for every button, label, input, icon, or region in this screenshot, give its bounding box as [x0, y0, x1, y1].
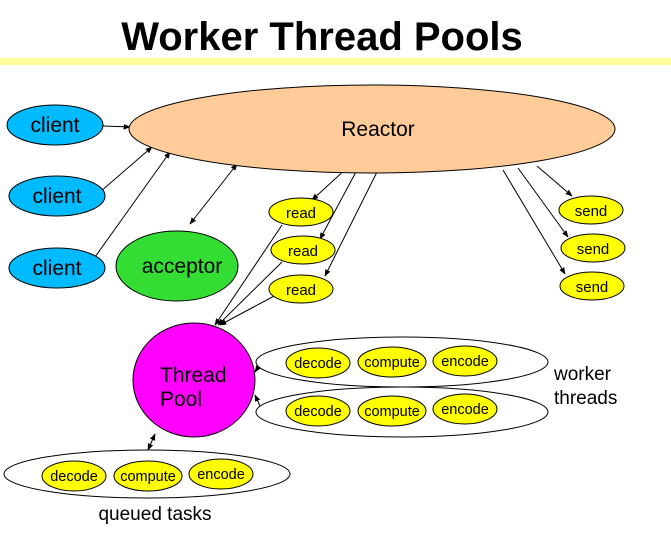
arrow-reactor-read3 [324, 169, 379, 277]
arrow-acceptor-reactor [189, 163, 238, 225]
task-decode [285, 347, 351, 379]
arrow-client1-reactor [102, 123, 131, 130]
acceptor-node: acceptor [115, 230, 239, 302]
arrow-reactor-send1 [536, 165, 573, 197]
client-node-2: client [8, 175, 106, 217]
client-label: client [32, 185, 81, 208]
task-compute [357, 346, 427, 378]
send-node-1: send [558, 195, 624, 225]
worker-threads-label-line1: worker [553, 364, 612, 385]
arrow-read2-pool [217, 261, 283, 326]
task-label: decode [50, 469, 98, 485]
read-node-2: read [270, 235, 336, 265]
arrow-reactor-read2 [319, 169, 358, 240]
task-label: compute [120, 469, 176, 485]
send-node-3: send [559, 271, 625, 301]
thread-pool-node: Thread Pool [132, 322, 256, 438]
queued-tasks-label: queued tasks [98, 504, 211, 525]
reactor-label: Reactor [341, 118, 415, 141]
worker-threads-label-line2: threads [554, 388, 617, 409]
queued-tasks-row: decode compute encode [3, 449, 291, 499]
arrow-reactor-send2 [517, 167, 569, 238]
reactor-node: Reactor [128, 84, 616, 174]
client-label: client [30, 114, 79, 137]
client-node-1: client [6, 104, 104, 146]
task-label: encode [441, 354, 489, 370]
task-decode [41, 460, 107, 492]
worker-thread-row-2: decode compute encode [255, 386, 549, 438]
task-compute [113, 460, 183, 492]
arrow-reactor-send3 [502, 169, 566, 275]
thread-pool-label-line2: Pool [160, 388, 202, 411]
worker-thread-row-1: decode compute encode [255, 336, 549, 388]
task-label: encode [197, 467, 245, 483]
arrow-read1-pool [214, 224, 283, 326]
task-encode [432, 345, 498, 377]
read-label: read [286, 205, 316, 222]
client-label: client [32, 257, 81, 280]
client-node-3: client [8, 247, 106, 289]
task-decode [285, 395, 351, 427]
send-node-2: send [560, 233, 626, 263]
page-title: Worker Thread Pools [121, 15, 523, 59]
send-label: send [577, 241, 610, 258]
read-node-1: read [268, 197, 334, 227]
task-label: decode [294, 356, 342, 372]
title-underline-bar [0, 58, 671, 65]
task-label: compute [364, 404, 420, 420]
task-encode [188, 458, 254, 490]
arrow-client2-reactor [99, 146, 153, 193]
arrow-reactor-read1 [311, 167, 348, 201]
acceptor-label: acceptor [142, 255, 223, 278]
read-node-3: read [268, 274, 334, 304]
task-label: encode [441, 402, 489, 418]
arrow-pool-queue [147, 433, 156, 451]
send-label: send [575, 203, 608, 220]
task-compute [357, 395, 427, 427]
read-label: read [288, 243, 318, 260]
task-label: decode [294, 404, 342, 420]
task-encode [432, 393, 498, 425]
read-label: read [286, 282, 316, 299]
task-label: compute [364, 355, 420, 371]
arrow-client3-reactor [94, 151, 171, 258]
send-label: send [576, 279, 609, 296]
thread-pool-label-line1: Thread [160, 364, 227, 387]
arrow-read3-pool [219, 294, 277, 326]
